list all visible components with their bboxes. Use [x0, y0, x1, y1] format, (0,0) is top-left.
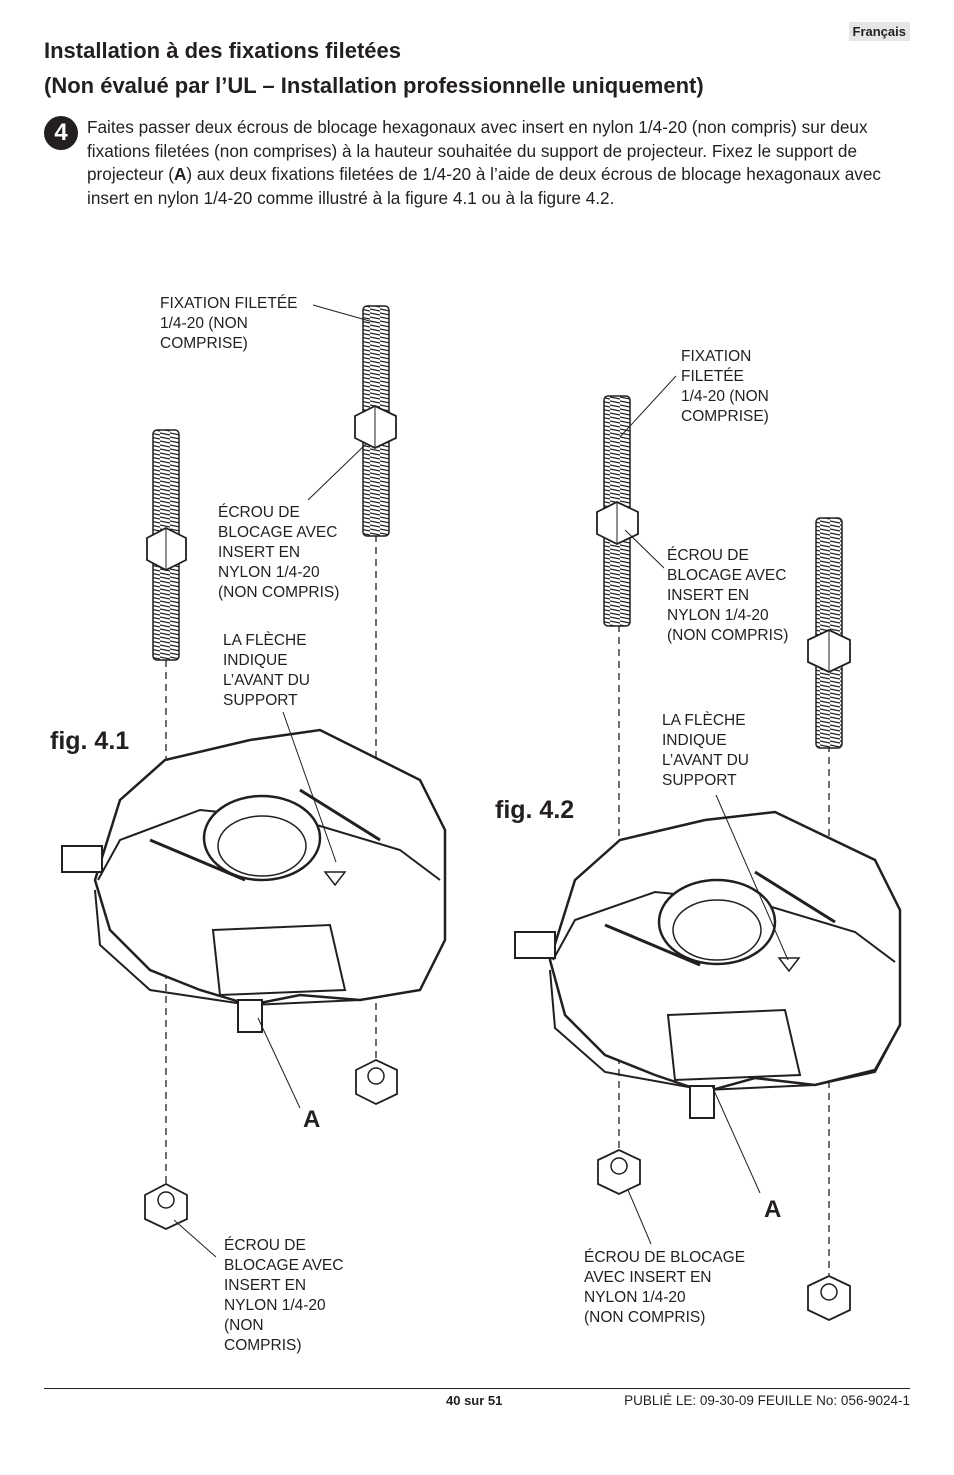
fig1-threaded-rod-left [146, 429, 187, 661]
fig2-bottom-nut-label: ÉCROU DE BLOCAGE AVEC INSERT EN NYLON 1/… [584, 1249, 746, 1326]
fig2-label: fig. 4.2 [495, 796, 575, 824]
fig2-threaded-rod-left [596, 395, 639, 627]
page-title: Installation à des fixations filetées [44, 38, 401, 63]
step-number-badge: 4 [44, 116, 78, 150]
fig2-part-a-label: A [764, 1196, 782, 1223]
language-badge: Français [848, 22, 910, 41]
fig2-drawing [514, 375, 902, 1321]
fig2-projector-mount [514, 810, 902, 1119]
fig2-nut-label: ÉCROU DE BLOCAGE AVEC INSERT EN NYLON 1/… [667, 547, 789, 644]
footer-rule [44, 1388, 910, 1389]
fig1-bottom-nut-right [355, 1058, 398, 1106]
step-text-part2: ) aux deux fixations filetées de 1/4-20 … [87, 164, 882, 208]
publication-info: PUBLIÉ LE: 09-30-09 FEUILLE No: 056-9024… [624, 1393, 910, 1408]
fig1-arrow-label: LA FLÈCHE INDIQUE L’AVANT DU SUPPORT [223, 632, 310, 709]
fig1-label: fig. 4.1 [50, 727, 130, 755]
step-text-part1: Faites passer deux écrous de blocage hex… [87, 117, 868, 184]
fig1-rod-label: FIXATION FILETÉE 1/4-20 (NON COMPRISE) [160, 295, 298, 352]
fig1-threaded-rod-right [354, 305, 397, 537]
fig2-bottom-nut-right [807, 1275, 851, 1321]
fig1-part-a-label: A [303, 1106, 321, 1133]
fig2-bottom-nut-left [597, 1149, 641, 1195]
fig2-rod-label: FIXATION FILETÉE 1/4-20 (NON COMPRISE) [681, 348, 769, 425]
fig1-drawing [61, 304, 447, 1258]
page-subtitle: (Non évalué par l’UL – Installation prof… [44, 73, 704, 98]
fig1-projector-mount [61, 728, 447, 1033]
fig1-bottom-nut-label: ÉCROU DE BLOCAGE AVEC INSERT EN NYLON 1/… [224, 1237, 344, 1354]
fig1-nut-label: ÉCROU DE BLOCAGE AVEC INSERT EN NYLON 1/… [218, 504, 340, 601]
fig1-bottom-nut-left [144, 1182, 188, 1230]
page-number: 40 sur 51 [446, 1393, 503, 1408]
step-text-bold: A [173, 164, 187, 184]
fig2-arrow-label: LA FLÈCHE INDIQUE L’AVANT DU SUPPORT [662, 712, 749, 789]
step-instructions: Faites passer deux écrous de blocage hex… [87, 116, 907, 210]
fig2-threaded-rod-right [807, 517, 851, 749]
